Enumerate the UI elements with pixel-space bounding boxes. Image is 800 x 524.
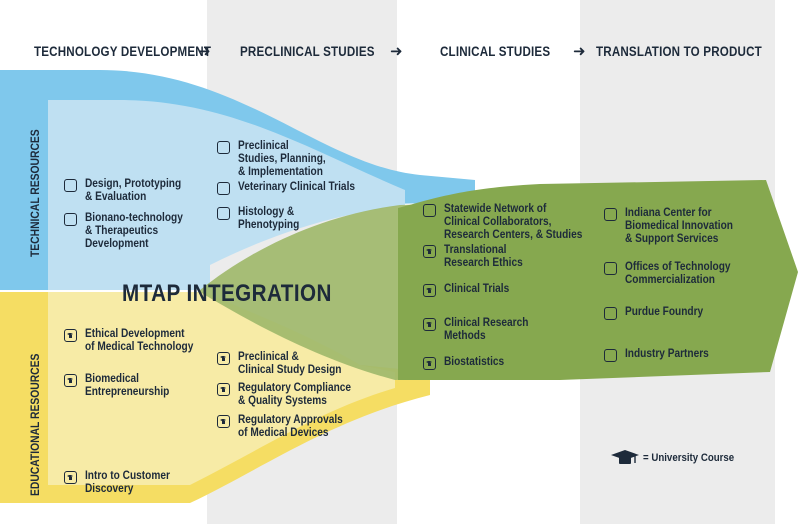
mortarboard-icon [423, 284, 436, 297]
item-label: Clinical Trials [444, 283, 510, 295]
item-label: Translational Research Ethics [444, 244, 523, 269]
item-label: Offices of Technology Commercialization [625, 261, 731, 286]
checkbox-icon [423, 204, 436, 217]
item-label: Preclinical & Clinical Study Design [238, 351, 342, 376]
checkbox-icon [64, 179, 77, 192]
mortarboard-icon [64, 471, 77, 484]
item-label: Biomedical Entrepreneurship [85, 373, 170, 398]
mortarboard-icon [217, 415, 230, 428]
item-translational-research-ethics: Translational Research Ethics [423, 244, 634, 270]
checkbox-icon [217, 141, 230, 154]
checkbox-icon [64, 213, 77, 226]
header-preclinical-studies: PRECLINICAL STUDIES [240, 44, 375, 59]
checkbox-icon [217, 207, 230, 220]
item-regulatory-approvals: Regulatory Approvals of Medical Devices [217, 414, 428, 440]
item-label: Preclinical Studies, Planning, & Impleme… [238, 140, 326, 178]
item-statewide-network: Statewide Network of Clinical Collaborat… [423, 203, 634, 242]
checkbox-icon [604, 208, 617, 221]
checkbox-icon [604, 262, 617, 275]
item-offices-technology-commercialization: Offices of Technology Commercialization [604, 261, 800, 287]
item-design-prototyping: Design, Prototyping & Evaluation [64, 178, 275, 204]
legend: = University Course [611, 450, 747, 466]
header-translation-to-product: TRANSLATION TO PRODUCT [596, 44, 762, 59]
item-label: Histology & Phenotyping [238, 206, 300, 231]
legend-text: = University Course [643, 452, 735, 464]
technical-flow-inner [48, 100, 405, 290]
header-technology-development: TECHNOLOGY DEVELOPMENT [34, 44, 212, 59]
item-label: Bionano-technology & Therapeutics Develo… [85, 212, 183, 250]
mortarboard-icon [64, 329, 77, 342]
item-label: Industry Partners [625, 348, 709, 360]
item-label: Intro to Customer Discovery [85, 470, 170, 495]
checkbox-icon [217, 182, 230, 195]
header-clinical-studies: CLINICAL STUDIES [440, 44, 551, 59]
item-label: Biostatistics [444, 356, 505, 368]
item-ethical-development: Ethical Development of Medical Technolog… [64, 328, 275, 354]
side-label-educational-resources: EDUCATIONAL RESOURCES [28, 353, 42, 496]
product-arrow [398, 180, 798, 380]
item-purdue-foundry: Purdue Foundry [604, 306, 800, 320]
item-industry-partners: Industry Partners [604, 348, 800, 362]
item-label: Regulatory Approvals of Medical Devices [238, 414, 343, 439]
mortarboard-icon [423, 318, 436, 331]
item-preclinical-studies-planning: Preclinical Studies, Planning, & Impleme… [217, 140, 428, 179]
item-label: Clinical Research Methods [444, 317, 529, 342]
item-label: Design, Prototyping & Evaluation [85, 178, 182, 203]
item-label: Purdue Foundry [625, 306, 704, 318]
center-title: MTAP INTEGRATION [122, 280, 332, 307]
item-bionano-technology: Bionano-technology & Therapeutics Develo… [64, 212, 275, 251]
item-clinical-trials: Clinical Trials [423, 283, 634, 297]
mortarboard-icon [423, 357, 436, 370]
item-label: Ethical Development of Medical Technolog… [85, 328, 194, 353]
mortarboard-icon [217, 383, 230, 396]
item-intro-customer-discovery: Intro to Customer Discovery [64, 470, 275, 496]
arrow-icon: ➜ [390, 43, 403, 60]
item-biostatistics: Biostatistics [423, 356, 634, 370]
item-biomedical-entrepreneurship: Biomedical Entrepreneurship [64, 373, 275, 399]
item-preclinical-clinical-study-design: Preclinical & Clinical Study Design [217, 351, 428, 377]
checkbox-icon [604, 349, 617, 362]
item-clinical-research-methods: Clinical Research Methods [423, 317, 634, 343]
item-veterinary-clinical-trials: Veterinary Clinical Trials [217, 181, 428, 195]
item-label: Indiana Center for Biomedical Innovation… [625, 207, 733, 245]
mortarboard-icon [611, 450, 639, 464]
side-label-technical-resources: TECHNICAL RESOURCES [28, 129, 42, 257]
item-label: Statewide Network of Clinical Collaborat… [444, 203, 583, 241]
arrow-icon: ➜ [573, 43, 586, 60]
item-label: Veterinary Clinical Trials [238, 181, 356, 193]
item-histology-phenotyping: Histology & Phenotyping [217, 206, 428, 232]
item-indiana-center: Indiana Center for Biomedical Innovation… [604, 207, 800, 246]
checkbox-icon [604, 307, 617, 320]
item-regulatory-compliance: Regulatory Compliance & Quality Systems [217, 382, 428, 408]
item-label: Regulatory Compliance & Quality Systems [238, 382, 352, 407]
mortarboard-icon [217, 352, 230, 365]
mortarboard-icon [64, 374, 77, 387]
arrow-icon: ➜ [198, 43, 211, 60]
mortarboard-icon [423, 245, 436, 258]
